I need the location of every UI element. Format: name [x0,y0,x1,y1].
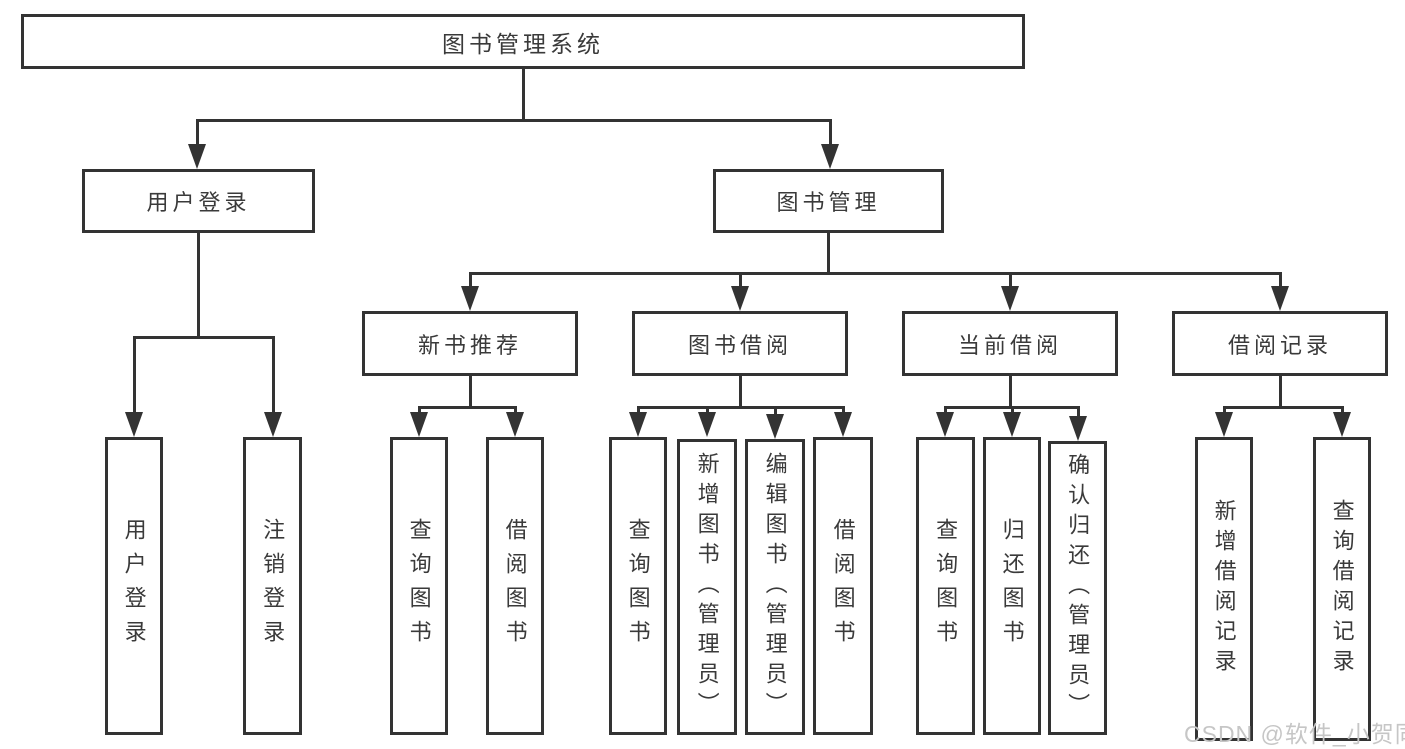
connector-line [468,376,472,408]
arrow-down-icon [766,414,784,439]
node-library-system: 图书管理系统 [21,14,1025,69]
connector-line [132,336,136,414]
arrow-down-icon [1271,286,1289,311]
node-label: 新增借阅记录 [1211,499,1237,679]
leaf-logout: 注销登录 [243,437,302,735]
node-label: 查询图书 [933,518,959,654]
arrow-down-icon [506,412,524,437]
node-label: 编辑图书（管理员） [762,452,788,722]
connector-line [1008,272,1012,288]
connector-line [636,406,845,409]
node-label: 图书管理 [776,190,881,215]
connector-line [1278,272,1282,288]
connector-line [196,233,200,338]
connector-line [1076,406,1080,418]
connector-line [513,406,517,414]
node-label: 用户登录 [121,518,147,654]
arrow-down-icon [410,412,428,437]
leaf-query-book-borrow: 查询图书 [609,437,667,735]
node-label: 新增图书（管理员） [694,452,720,722]
leaf-user-login: 用户登录 [105,437,163,735]
node-label: 新书推荐 [417,332,522,358]
leaf-add-borrow-record: 新增借阅记录 [1195,437,1253,741]
arrow-down-icon [834,412,852,437]
arrow-down-icon [1069,416,1087,441]
arrow-down-icon [821,144,839,169]
arrow-down-icon [125,412,143,437]
connector-line [1278,376,1282,408]
connector-line [468,272,472,288]
arrow-down-icon [188,144,206,169]
connector-line [417,406,421,414]
connector-line [417,406,517,409]
arrow-down-icon [1333,412,1351,437]
leaf-return-book: 归还图书 [983,437,1041,735]
leaf-borrow-book-recommend: 借阅图书 [486,437,544,735]
arrow-down-icon [1215,412,1233,437]
leaf-borrow-book: 借阅图书 [813,437,873,735]
node-borrow-record: 借阅记录 [1172,311,1388,376]
connector-line [943,406,947,414]
connector-line [773,406,777,416]
connector-line [1340,406,1344,414]
node-book-management: 图书管理 [713,169,944,233]
connector-line [738,272,742,288]
connector-line [521,68,525,121]
leaf-add-book-admin: 新增图书（管理员） [677,439,737,735]
arrow-down-icon [1001,286,1019,311]
connector-line [841,406,845,414]
node-label: 图书管理系统 [442,30,604,57]
node-label: 查询图书 [625,518,651,654]
node-label: 归还图书 [999,518,1025,654]
leaf-confirm-return-admin: 确认归还（管理员） [1048,441,1107,735]
node-user-login: 用户登录 [82,169,315,233]
node-book-borrow: 图书借阅 [632,311,848,376]
connector-line [1008,376,1012,408]
leaf-query-book-current: 查询图书 [916,437,975,735]
leaf-query-book-recommend: 查询图书 [390,437,448,735]
leaf-query-borrow-record: 查询借阅记录 [1313,437,1371,741]
arrow-down-icon [936,412,954,437]
arrow-down-icon [731,286,749,311]
arrow-down-icon [264,412,282,437]
connector-line [132,336,275,339]
arrow-down-icon [1003,412,1021,437]
node-current-borrow: 当前借阅 [902,311,1118,376]
node-label: 确认归还（管理员） [1065,453,1091,723]
connector-line [1010,406,1014,414]
leaf-edit-book-admin: 编辑图书（管理员） [745,439,805,735]
connector-line [468,272,1282,275]
connector-line [738,376,742,408]
node-label: 图书借阅 [687,332,792,358]
node-label: 查询借阅记录 [1329,499,1355,679]
connector-line [1222,406,1344,409]
connector-line [705,406,709,414]
connector-line [636,406,640,414]
arrow-down-icon [698,412,716,437]
node-new-book-recommend: 新书推荐 [362,311,578,376]
node-label: 用户登录 [146,190,251,215]
arrow-down-icon [629,412,647,437]
watermark: CSDN @软件_小贺同学 [1184,721,1405,747]
connector-line [195,119,199,146]
node-label: 注销登录 [260,518,286,654]
arrow-down-icon [461,286,479,311]
node-label: 借阅图书 [502,518,528,654]
node-label: 借阅图书 [830,518,856,654]
node-label: 借阅记录 [1227,332,1332,358]
connector-line [826,233,830,274]
connector-line [1222,406,1226,414]
connector-line [271,336,275,414]
connector-line [195,119,832,122]
connector-line [828,119,832,146]
node-label: 当前借阅 [957,332,1062,358]
node-label: 查询图书 [406,518,432,654]
